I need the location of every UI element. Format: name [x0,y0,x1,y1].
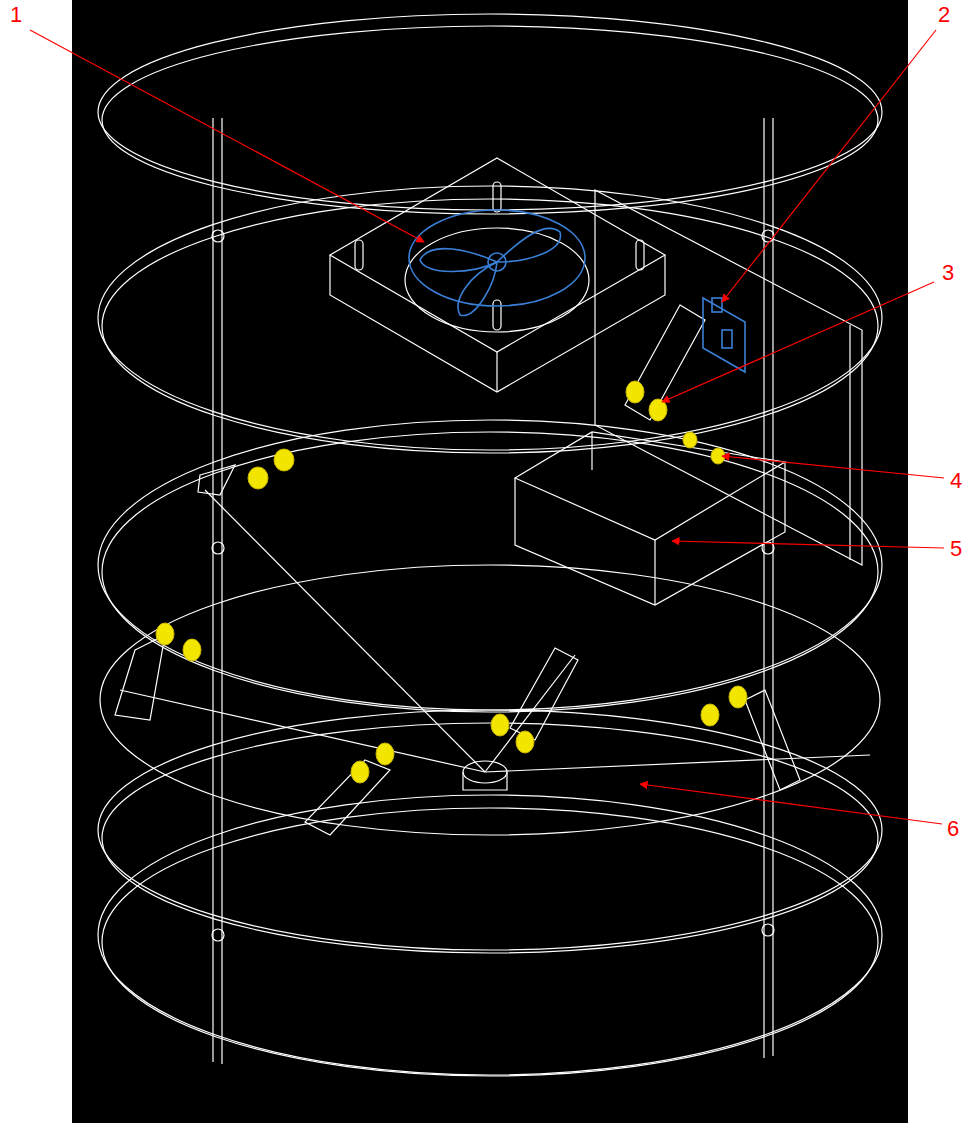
leader-line [672,541,944,548]
connector [729,686,747,708]
bracket [510,648,578,740]
bracket [198,465,235,495]
connector [274,449,294,471]
leader-line [662,282,934,402]
bracket [115,635,165,720]
post-bolt [212,929,224,941]
fan-screw [636,240,644,270]
connector [376,743,394,765]
control-box [591,432,592,470]
leader-line [722,30,936,302]
support-post [221,118,222,1064]
bracket [305,760,390,835]
connector [626,381,644,403]
side-panel [595,190,862,565]
callout-number: 3 [942,262,954,284]
fan-screw [355,240,363,270]
connector [183,639,201,661]
base-disc [102,723,878,953]
connector [701,704,719,726]
leader-lines [30,30,944,824]
post-bolt [762,924,774,936]
bottom-disc [102,808,878,1076]
post-bolt [762,230,774,242]
control-box [515,462,785,605]
post-bolt [212,542,224,554]
black-ground [72,0,908,1123]
switch-toggle [712,298,722,312]
connector [156,623,174,645]
fan-ring [405,228,589,332]
support-strut [120,690,485,772]
connector [491,714,509,736]
callout-number: 2 [938,4,950,26]
callout-number: 1 [10,4,22,26]
side-panel [849,325,850,560]
fan-blade [497,228,560,262]
support-post [212,118,213,1062]
fan-blade [458,262,497,315]
center-hub [463,772,507,790]
support-strut [485,655,575,772]
cable-connectors [156,381,747,783]
bracket [625,305,705,420]
support-strut [205,490,485,772]
switch-plate [703,298,745,372]
support-post [772,118,773,1056]
fan-plate [496,352,497,392]
housing-wireframe [98,14,882,1076]
leader-line [640,784,942,824]
connector [248,467,268,489]
callout-number: 5 [950,538,962,560]
post-bolt [212,230,224,242]
fan-screw [493,300,501,330]
fan-hub [488,253,506,271]
control-box [515,432,785,540]
support-strut [485,755,870,772]
fan-plate [330,255,665,392]
connector [683,432,697,448]
callout-number: 6 [947,818,959,840]
support-post [763,118,764,1058]
connector [351,761,369,783]
fan-screw [493,182,501,212]
bracket [745,690,800,790]
leader-line [722,456,944,478]
fan-plate [330,158,665,352]
callout-number: 4 [950,470,962,492]
connector [516,731,534,753]
upper-disc [102,199,878,453]
connector [649,399,667,421]
switch-toggle [722,330,732,348]
fan-ring [409,210,585,306]
control-box [654,540,655,605]
middle-disc [102,432,878,712]
leader-line [30,30,424,242]
fan-blades [409,210,745,372]
